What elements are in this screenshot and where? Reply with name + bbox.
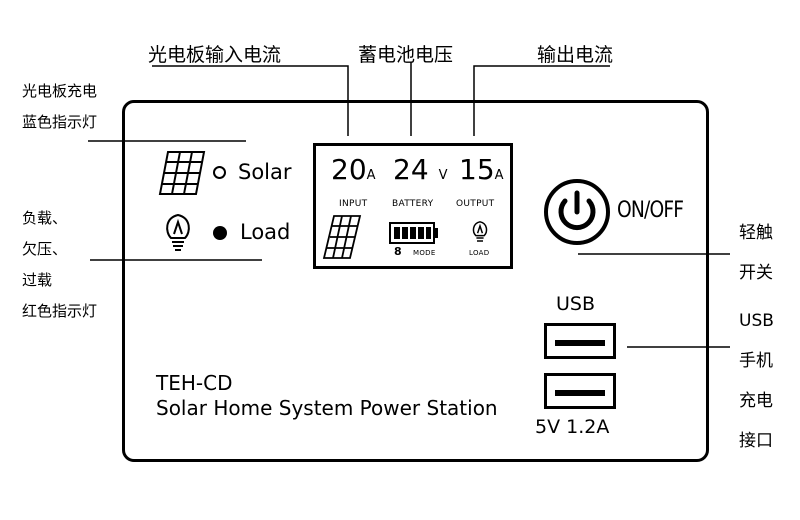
callout-line: 欠压、 xyxy=(22,240,68,258)
output-current-value: 15 xyxy=(459,153,495,186)
solar-led-indicator xyxy=(213,166,226,179)
battery-level-icon xyxy=(389,222,438,244)
usb-output-rating: 5V 1.2A xyxy=(535,416,610,438)
lcd-display xyxy=(313,143,513,269)
lcd-battery-readout: 24 V xyxy=(393,153,448,186)
device-name: Solar Home System Power Station xyxy=(156,396,498,420)
solar-indicator-label: Solar xyxy=(238,160,292,184)
input-current-unit: A xyxy=(366,168,376,183)
callout-usb-port: USB 手机 充电 接口 xyxy=(739,301,774,461)
battery-voltage-unit: V xyxy=(438,168,448,183)
lcd-bulb-icon xyxy=(472,221,488,242)
lcd-input-label: INPUT xyxy=(339,199,368,209)
callout-line: 接口 xyxy=(739,431,773,451)
callout-line: 光电板充电 xyxy=(22,82,98,100)
usb-top-label: USB xyxy=(556,293,596,315)
device-model: TEH-CD xyxy=(156,371,233,395)
lcd-battery-label: BATTERY xyxy=(392,199,434,209)
lcd-mode-label: MODE xyxy=(413,249,436,257)
lcd-output-label: OUTPUT xyxy=(456,199,495,209)
callout-touch-switch: 轻触 开关 xyxy=(739,213,773,293)
usb-port-top[interactable] xyxy=(544,323,616,359)
callout-solar-charge-led: 光电板充电 蓝色指示灯 xyxy=(22,76,97,138)
callout-line: 红色指示灯 xyxy=(22,302,98,320)
callout-line: 开关 xyxy=(739,263,773,283)
callout-fault-led: 负载、 欠压、 过载 红色指示灯 xyxy=(22,203,97,327)
load-indicator-label: Load xyxy=(240,220,291,244)
lcd-load-label: LOAD xyxy=(469,249,490,257)
input-current-value: 20 xyxy=(331,153,367,186)
callout-line: 轻触 xyxy=(739,223,773,243)
callout-line: USB xyxy=(739,311,774,331)
lcd-output-readout: 15A xyxy=(459,153,504,186)
callout-line: 负载、 xyxy=(22,209,68,227)
leader-solar-input xyxy=(152,65,349,136)
power-icon xyxy=(558,198,596,231)
callout-output-current: 输出电流 xyxy=(537,44,614,66)
power-button-label: ON/OFF xyxy=(617,198,684,223)
callout-line: 充电 xyxy=(739,391,773,411)
callout-line: 过载 xyxy=(22,271,53,289)
usb-port-top-slot xyxy=(555,340,605,346)
battery-voltage-value: 24 xyxy=(393,153,429,186)
output-current-unit: A xyxy=(494,168,504,183)
leader-output-current xyxy=(473,65,610,136)
device-panel xyxy=(122,100,709,462)
load-led-indicator xyxy=(213,226,227,240)
callout-line: 手机 xyxy=(739,351,773,371)
lcd-input-readout: 20A xyxy=(331,153,376,186)
bulb-icon xyxy=(166,213,190,251)
callout-line: 蓝色指示灯 xyxy=(22,113,98,131)
power-button[interactable] xyxy=(543,178,611,246)
lcd-solar-panel-icon xyxy=(322,215,362,259)
usb-port-bottom-slot xyxy=(555,390,605,396)
solar-panel-icon xyxy=(158,151,206,195)
callout-battery-voltage: 蓄电池电压 xyxy=(358,44,454,66)
callout-solar-input-current: 光电板输入电流 xyxy=(148,44,282,66)
usb-port-bottom[interactable] xyxy=(544,373,616,409)
mode-digit: 8 xyxy=(394,245,402,258)
